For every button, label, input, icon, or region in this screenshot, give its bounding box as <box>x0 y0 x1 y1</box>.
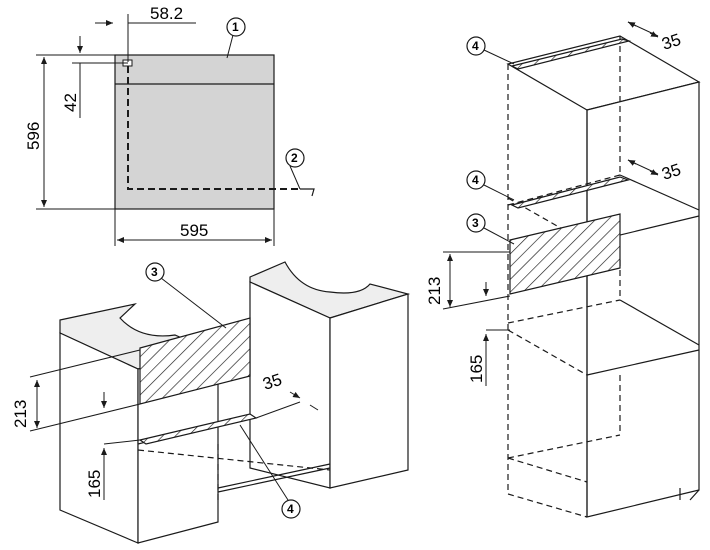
base-cabinet <box>59 261 411 544</box>
dim-base-bottom: 165 <box>85 470 104 498</box>
tall-side-panel <box>586 81 700 518</box>
dim-tall-clearance-lower: 35 <box>659 160 683 184</box>
callout-1-circle <box>226 17 246 37</box>
dim-front-width: 595 <box>180 221 208 240</box>
callout-3-base: 3 <box>151 265 158 279</box>
dim-tall-bottom: 165 <box>467 355 486 383</box>
dim-base-clearance: 35 <box>260 370 284 394</box>
base-callouts: 3 4 <box>145 262 301 519</box>
dim-tall-clearance: 35 <box>659 30 683 54</box>
tall-dimensions: 35 35 213 165 <box>425 21 683 386</box>
tall-vent-hatch <box>509 213 621 295</box>
tall-cabinet <box>506 35 701 518</box>
callout-2: 2 <box>291 151 298 165</box>
callout-4-base: 4 <box>287 502 294 516</box>
callout-2-circle <box>285 148 305 168</box>
dim-offset-top: 42 <box>61 93 80 112</box>
front-view: 595 596 42 58.2 1 2 <box>24 4 315 246</box>
base-dimensions: 213 165 35 <box>11 349 319 500</box>
dim-tall-vent: 213 <box>425 277 444 305</box>
base-vent-hatch <box>139 317 251 405</box>
callout-4-top: 4 <box>472 39 479 53</box>
dim-offset-side: 58.2 <box>150 4 183 23</box>
dim-front-height: 596 <box>24 122 43 150</box>
callout-3-tall: 3 <box>472 216 479 230</box>
tall-callouts: 4 4 3 <box>466 36 515 245</box>
worktop-right <box>249 261 411 319</box>
dim-base-vent: 213 <box>11 400 30 428</box>
callout-4-mid: 4 <box>472 173 479 187</box>
appliance-front <box>114 54 275 210</box>
callout-1: 1 <box>232 20 239 34</box>
cable-route <box>127 66 300 190</box>
